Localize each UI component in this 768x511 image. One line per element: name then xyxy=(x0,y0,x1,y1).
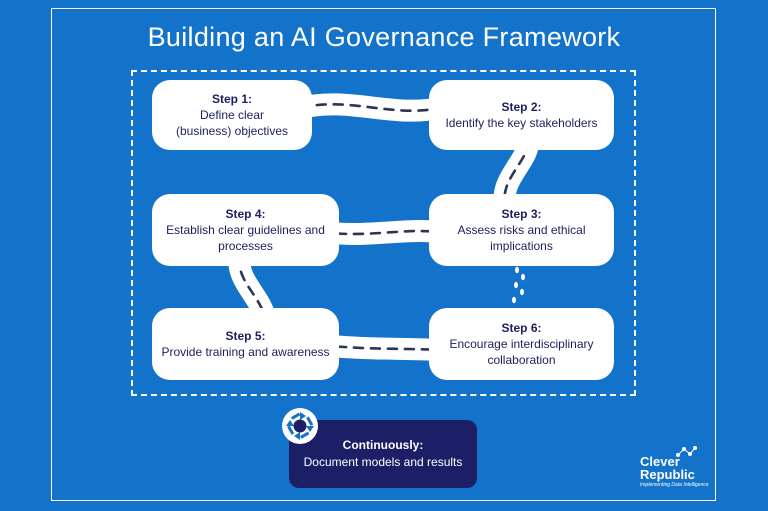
continuous-label: Continuously: xyxy=(342,438,424,452)
step-4-text: Establish clear guidelines and processes xyxy=(166,223,325,253)
step-2-card: Step 2: Identify the key stakeholders xyxy=(429,80,614,150)
step-1-label: Step 1: xyxy=(211,92,252,106)
network-icon xyxy=(676,446,697,457)
step-5-text: Provide training and awareness xyxy=(161,345,330,359)
page-title: Building an AI Governance Framework xyxy=(147,22,621,52)
step-5-card: Step 5: Provide training and awareness xyxy=(152,308,339,380)
outer-frame xyxy=(51,8,716,501)
cycle-arrows-icon xyxy=(282,408,318,444)
logo-line-2: Republic xyxy=(640,467,695,482)
step-4-label: Step 4: xyxy=(225,207,266,221)
footprints-icon xyxy=(512,266,525,304)
step-6-label: Step 6: xyxy=(501,321,542,335)
step-6-card: Step 6: Encourage interdisciplinary coll… xyxy=(429,308,614,380)
logo-tagline: Implementing Data Intelligence xyxy=(640,482,709,488)
step-1-card: Step 1: Define clear (business) objectiv… xyxy=(152,80,312,150)
clever-republic-logo: Clever Republic Implementing Data Intell… xyxy=(640,446,715,492)
step-2-text: Identify the key stakeholders xyxy=(445,116,598,130)
step-3-card: Step 3: Assess risks and ethical implica… xyxy=(429,194,614,266)
step-1-text: Define clear (business) objectives xyxy=(175,108,289,138)
step-3-label: Step 3: xyxy=(501,207,542,221)
step-6-text: Encourage interdisciplinary collaboratio… xyxy=(449,337,594,367)
framework-boundary xyxy=(131,70,636,396)
continuous-card: Continuously: Document models and result… xyxy=(289,420,477,488)
step-3-text: Assess risks and ethical implications xyxy=(457,223,586,253)
continuous-text: Document models and results xyxy=(303,455,463,469)
step-2-label: Step 2: xyxy=(501,100,542,114)
step-4-card: Step 4: Establish clear guidelines and p… xyxy=(152,194,339,266)
logo-line-1: Clever xyxy=(640,454,680,469)
step-5-label: Step 5: xyxy=(225,329,266,343)
